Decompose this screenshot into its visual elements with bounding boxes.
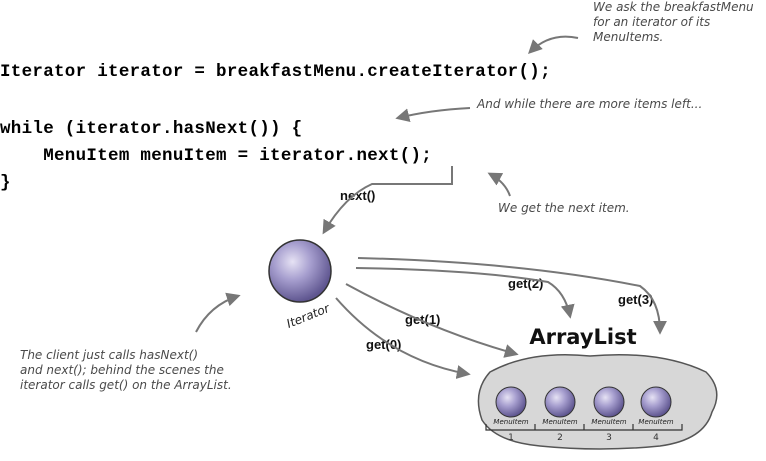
- note-ask-line1: We ask the breakfastMenu: [593, 0, 754, 14]
- menuitem-index-4: 4: [653, 433, 659, 443]
- menuitem-index-3: 3: [606, 433, 612, 443]
- iterator-sphere: [268, 239, 332, 303]
- arrow-get1: [345, 283, 519, 358]
- code-line-close-brace: }: [0, 173, 11, 193]
- menuitem-index-2: 2: [557, 433, 563, 443]
- menuitem-sphere-1: [495, 386, 527, 418]
- menuitem-label-4: MenuItem: [638, 418, 673, 426]
- menuitem-sphere-2: [544, 386, 576, 418]
- note-ask-line3: MenuItems.: [593, 30, 664, 44]
- menuitem-label-1: MenuItem: [493, 418, 528, 426]
- menuitem-index-1: 1: [508, 433, 514, 443]
- note-get-next-item: We get the next item.: [498, 201, 630, 215]
- note-ask-line2: for an iterator of its: [593, 15, 711, 29]
- note-client-line2: and next(); behind the scenes the: [20, 363, 224, 377]
- code-line-while: while (iterator.hasNext()) {: [0, 119, 303, 139]
- arrow-client-note: [195, 292, 241, 333]
- note-client-line1: The client just calls hasNext(): [20, 348, 199, 362]
- code-line-create-iterator: Iterator iterator = breakfastMenu.create…: [0, 62, 551, 82]
- note-while-items-left: And while there are more items left...: [477, 97, 703, 111]
- menuitem-2: MenuItem 2: [542, 386, 578, 443]
- menuitem-4: MenuItem 4: [638, 386, 674, 443]
- menuitem-label-3: MenuItem: [591, 418, 626, 426]
- menuitem-1: MenuItem 1: [493, 386, 529, 443]
- arraylist-title: ArrayList: [529, 325, 636, 349]
- note-client-explanation: The client just calls hasNext() and next…: [20, 348, 232, 393]
- note-client-line3: iterator calls get() on the ArrayList.: [20, 378, 232, 392]
- arrow-get2: [355, 267, 575, 319]
- arrow-while-note: [395, 107, 471, 123]
- note-ask-iterator: We ask the breakfastMenu for an iterator…: [593, 0, 754, 45]
- label-get1-call: get(1): [405, 312, 441, 327]
- menuitem-sphere-4: [640, 386, 672, 418]
- menuitem-label-2: MenuItem: [542, 418, 577, 426]
- code-line-next: MenuItem menuItem = iterator.next();: [0, 146, 433, 166]
- arrow-next-call: [322, 166, 453, 235]
- iterator-label: Iterator: [285, 301, 333, 331]
- arrow-next-note: [487, 172, 511, 197]
- label-get0-call: get(0): [366, 337, 402, 352]
- arraylist-bracket: [485, 424, 683, 431]
- arrow-ask-note: [528, 35, 579, 54]
- arrow-get0: [335, 297, 471, 379]
- menuitem-3: MenuItem 3: [591, 386, 627, 443]
- arrow-get3: [357, 257, 667, 335]
- label-get3-call: get(3): [618, 292, 654, 307]
- menuitem-sphere-3: [593, 386, 625, 418]
